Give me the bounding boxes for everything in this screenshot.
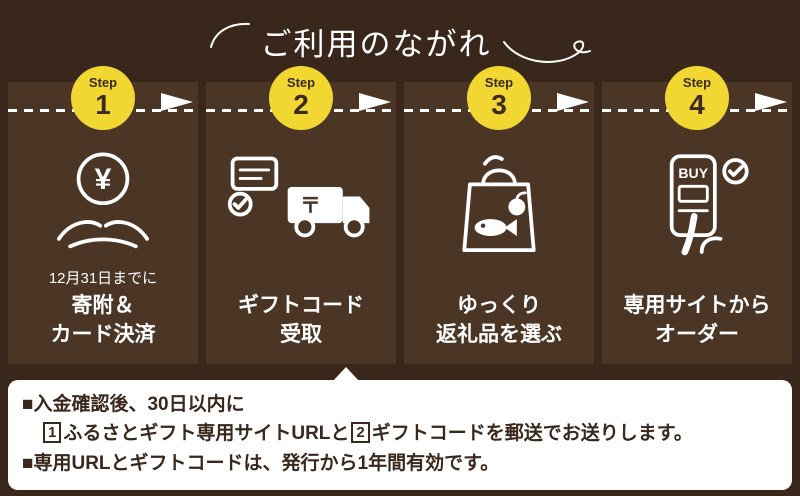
page-title: ご利用のながれ (260, 26, 492, 62)
step-panel-1: Step 1 ¥ 12月31日までに 寄附＆ カード決済 (8, 66, 198, 364)
step-badge-2: Step 2 (269, 66, 333, 130)
arrow-right-icon (359, 93, 391, 111)
yen-coin-hand-icon: ¥ (57, 152, 149, 249)
step-word: Step (286, 75, 316, 90)
panel-text: ゆっくり 返礼品を選ぶ (404, 292, 594, 349)
step-label-line2: カード決済 (50, 322, 156, 346)
step-panel-3: Step 3 ゆっくり 返礼品を選ぶ (404, 66, 594, 364)
step-number: 3 (491, 89, 507, 120)
shopping-bag-hand-icon (462, 155, 536, 252)
panel-text: ギフトコード 受取 (206, 292, 396, 349)
gift-code-delivery-truck-icon: 〒 (227, 156, 370, 238)
step-badge-4: Step 4 (665, 66, 729, 130)
icon-wrap: 〒 (206, 140, 396, 272)
smartphone-order-icon: BUY (669, 154, 749, 256)
footer-line-2-text-b: ギフトコードを郵送でお送りします。 (371, 423, 693, 445)
step-panel-2: Step 2 〒 ギフトコード 受取 (206, 66, 396, 364)
postal-mark: 〒 (300, 195, 321, 218)
icon-wrap: ¥ (8, 140, 198, 272)
deadline-note: 12月31日までに (48, 270, 158, 288)
icon-wrap: BUY (602, 140, 792, 272)
step-word: Step (484, 75, 514, 90)
step-word: Step (88, 75, 118, 90)
step-label-line1: 専用サイトから (623, 294, 771, 318)
icon-wrap (404, 140, 594, 272)
footer-line-2-text-a: ふるさとギフト専用サイトURLと (63, 423, 350, 445)
step-label-line1: ゆっくり (457, 294, 541, 318)
step-word: Step (682, 75, 712, 90)
number-badge-2: 2 (351, 422, 370, 444)
left-flourish-icon (209, 22, 250, 48)
step-label-line1: 寄附＆ (71, 294, 135, 318)
footer-line-1: ■入金確認後、30日以内に (22, 393, 245, 415)
step-label-line1: ギフトコード (238, 294, 364, 318)
yen-symbol: ¥ (95, 163, 112, 196)
step-number: 2 (293, 89, 309, 120)
step-panel-4: Step 4 BUY 専用サイトから オーダー (602, 66, 792, 364)
step-label-line2: オーダー (655, 322, 739, 346)
step-label-line2: 返礼品を選ぶ (436, 322, 562, 346)
step-badge-3: Step 3 (467, 66, 531, 130)
step-badge-1: Step 1 (71, 66, 135, 130)
arrow-right-icon (755, 93, 787, 111)
title-row: ご利用のながれ (0, 0, 800, 82)
step-number: 1 (95, 89, 111, 120)
panel-text: 専用サイトから オーダー (602, 292, 792, 349)
steps-row: Step 1 ¥ 12月31日までに 寄附＆ カード決済 (8, 66, 792, 364)
footer-line-3: ■専用URLとギフトコードは、発行から1年間有効です。 (22, 452, 500, 474)
right-flourish-icon (502, 40, 591, 63)
arrow-right-icon (557, 93, 589, 111)
step-number: 4 (689, 89, 705, 120)
arrow-right-icon (161, 93, 193, 111)
step-label-line2: 受取 (280, 322, 322, 346)
buy-label: BUY (678, 165, 708, 181)
number-badge-1: 1 (43, 422, 62, 444)
panel-text: 12月31日までに 寄附＆ カード決済 (8, 267, 198, 349)
speech-tail (333, 366, 359, 381)
